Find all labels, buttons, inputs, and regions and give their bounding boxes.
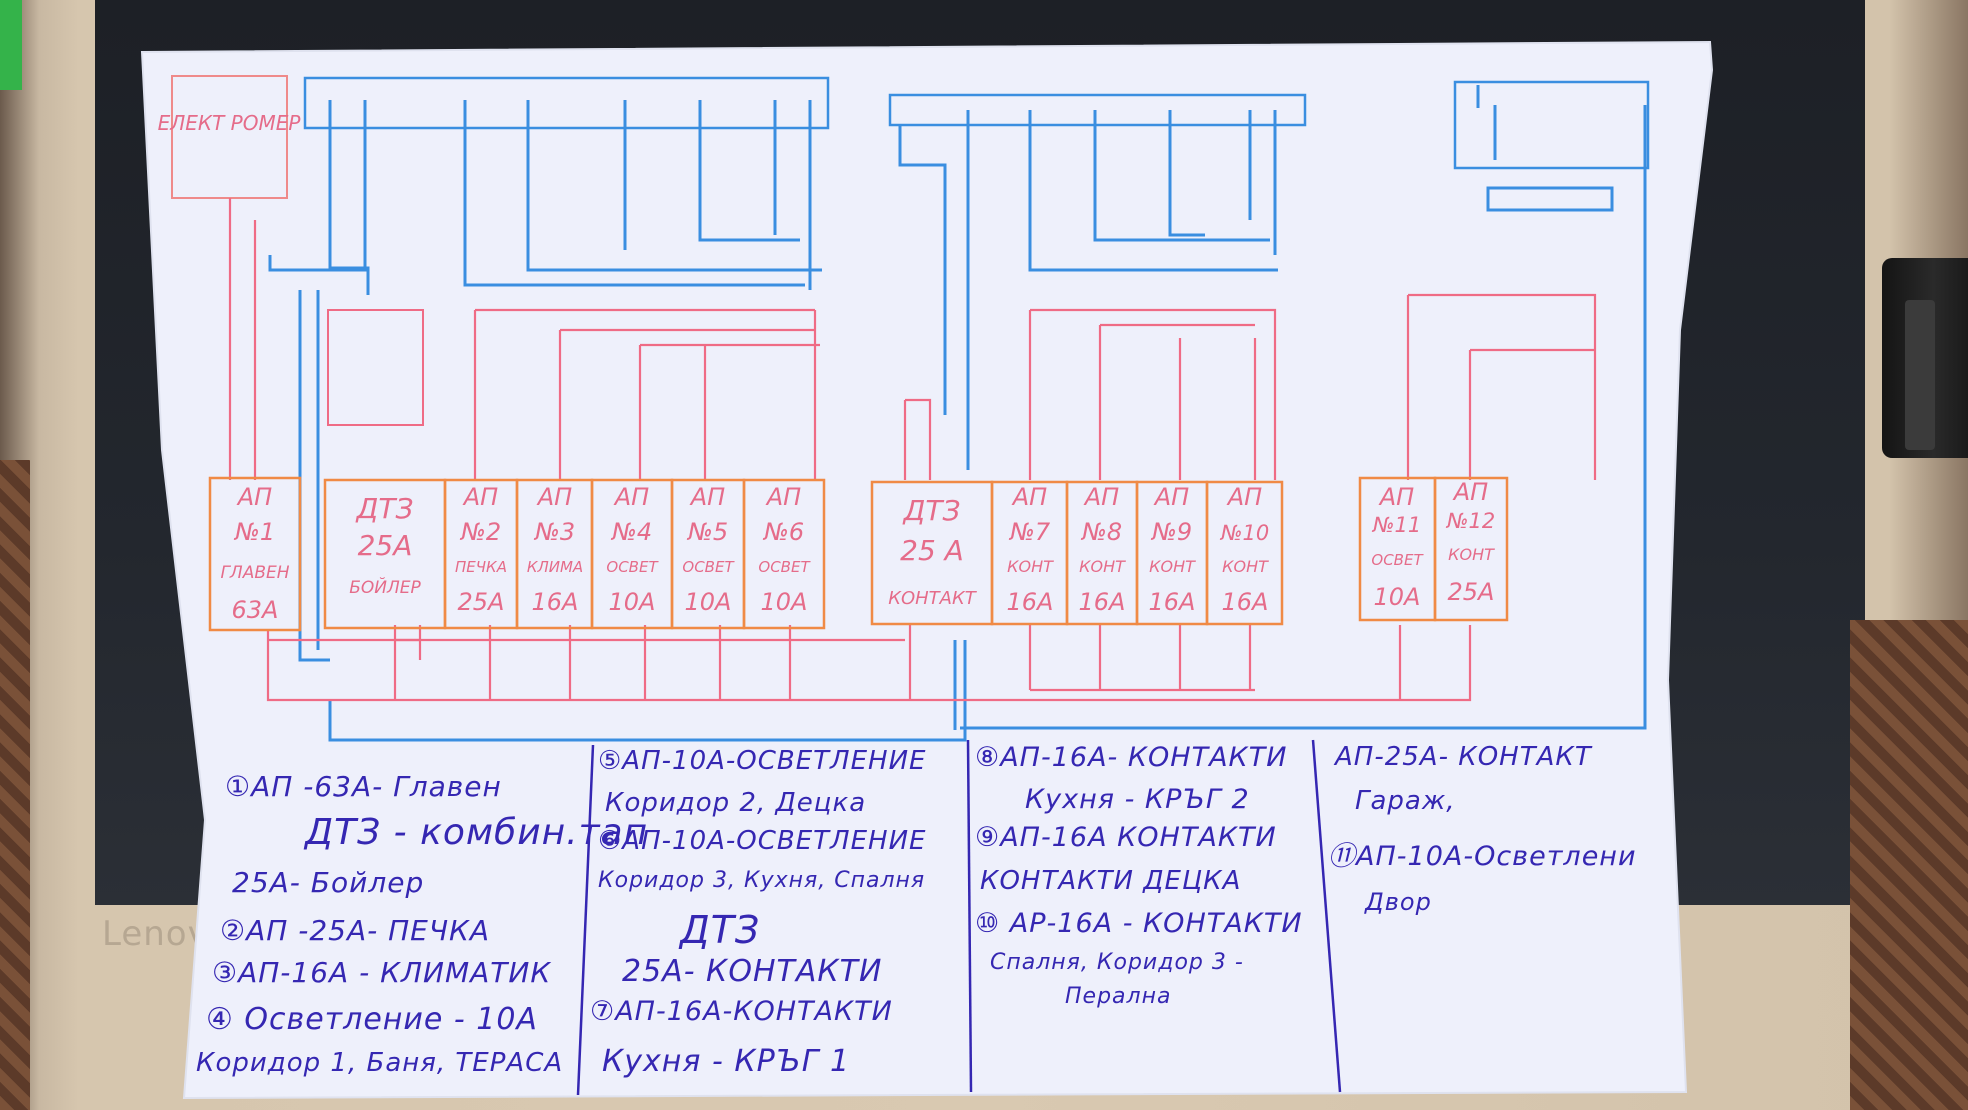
legend-item: ④ Осветление - 10А xyxy=(206,1002,538,1037)
breaker-ap7-line1: АП xyxy=(1011,483,1047,511)
legend-item: Спалня, Коридор 3 - xyxy=(990,950,1244,975)
legend-item: ⑨АП-16А КОНТАКТИ xyxy=(975,822,1277,853)
legend-item: Коридор 1, Баня, ТЕРАСА xyxy=(196,1048,564,1078)
breaker-ap6-line4: 10А xyxy=(761,588,808,616)
breaker-ap11-line4: 10А xyxy=(1374,583,1421,611)
breaker-ap10-line4: 16А xyxy=(1222,588,1269,616)
breaker-ap7-line4: 16А xyxy=(1007,588,1054,616)
breaker-ap8-line2: №8 xyxy=(1080,518,1122,546)
breaker-ap2-line4: 25А xyxy=(458,588,505,616)
breaker-ap4-line3: ОСВЕТ xyxy=(606,558,659,576)
legend-item: 25А- Бойлер xyxy=(232,866,425,899)
boiler-box xyxy=(327,309,424,426)
legend-item: ⑪АП-10А-Осветлени xyxy=(1328,841,1637,872)
breaker-labels: АП №1 ГЛАВЕН 63А ДТЗ 25А БОЙЛЕР АП №2 ПЕ… xyxy=(220,478,1495,624)
breaker-boxes xyxy=(208,476,1509,632)
legend-item: Гараж, xyxy=(1355,786,1456,816)
legend-item: АП-25А- КОНТАКТ xyxy=(1335,742,1592,772)
pink-wires xyxy=(228,198,1597,702)
breaker-ap6-line1: АП xyxy=(765,483,801,511)
breaker-ap1-line2: №1 xyxy=(233,518,275,546)
breaker-ap8-line1: АП xyxy=(1083,483,1119,511)
legend-item: 25А- КОНТАКТИ xyxy=(622,954,883,989)
legend-item: ③АП-16А - КЛИМАТИК xyxy=(212,956,552,989)
breaker-ap7-line3: КОНТ xyxy=(1007,557,1054,576)
breaker-dt1-line1: ДТЗ xyxy=(355,492,414,525)
breaker-ap5-line3: ОСВЕТ xyxy=(682,558,735,576)
legend-item: Перална xyxy=(1065,984,1172,1009)
breaker-ap7-line2: №7 xyxy=(1008,518,1051,546)
breaker-ap11-line1: АП xyxy=(1378,483,1414,511)
breaker-ap5-line2: №5 xyxy=(686,518,728,546)
breaker-ap1-line4: 63А xyxy=(232,596,279,624)
breaker-ap5-line1: АП xyxy=(689,483,725,511)
legend-item: Кухня - КРЪГ 2 xyxy=(1025,784,1250,815)
breaker-ap5-line4: 10А xyxy=(685,588,732,616)
breaker-ap10-line2: №10 xyxy=(1220,521,1270,545)
breaker-ap3-line1: АП xyxy=(536,483,572,511)
breaker-dt2-line1: ДТЗ xyxy=(902,494,961,527)
legend-item: ⑧АП-16А- КОНТАКТИ xyxy=(975,742,1288,773)
legend-item: Коридор 2, Децка xyxy=(605,788,867,818)
breaker-ap10-line1: АП xyxy=(1226,483,1262,511)
meter-label: ЕЛЕКТ РОМЕР xyxy=(158,111,302,135)
breaker-ap2-line2: №2 xyxy=(459,518,501,546)
breaker-dt1-line3: БОЙЛЕР xyxy=(349,576,421,598)
breaker-dt1-line2: 25А xyxy=(358,529,413,562)
legend-item: Коридор 3, Кухня, Спалня xyxy=(598,868,926,893)
legend-item: ⑦АП-16А-КОНТАКТИ xyxy=(590,996,893,1027)
breaker-ap12-line1: АП xyxy=(1452,478,1488,506)
breaker-ap12-line2: №12 xyxy=(1446,509,1496,533)
breaker-ap9-line3: КОНТ xyxy=(1149,557,1196,576)
breaker-ap12-line4: 25А xyxy=(1448,578,1495,606)
breaker-ap10-line3: КОНТ xyxy=(1222,557,1269,576)
legend-item: ②АП -25А- ПЕЧКА xyxy=(220,914,491,947)
blue-wires xyxy=(268,76,1650,742)
legend-dividers xyxy=(576,739,1342,1096)
legend-item: ⑩ АР-16А - КОНТАКТИ xyxy=(975,908,1303,939)
breaker-ap9-line1: АП xyxy=(1153,483,1189,511)
breaker-ap8-line4: 16А xyxy=(1079,588,1126,616)
breaker-ap1-line3: ГЛАВЕН xyxy=(220,563,289,583)
legend-item: ①АП -63А- Главен xyxy=(225,770,502,803)
legend-item: Кухня - КРЪГ 1 xyxy=(602,1044,851,1079)
breaker-ap9-line2: №9 xyxy=(1150,518,1192,546)
breaker-ap1-line1: АП xyxy=(236,483,272,511)
background-table-right xyxy=(1850,620,1968,1110)
breaker-ap4-line2: №4 xyxy=(610,518,652,546)
charger-label xyxy=(1905,300,1935,450)
breaker-ap12-line3: КОНТ xyxy=(1448,545,1495,564)
breaker-ap3-line3: КЛИМА xyxy=(527,558,583,576)
legend-item: Двор xyxy=(1365,888,1432,916)
breaker-ap2-line3: ПЕЧКА xyxy=(455,558,507,576)
breaker-ap11-line3: ОСВЕТ xyxy=(1371,551,1424,569)
breaker-ap3-line2: №3 xyxy=(533,518,575,546)
legend-item: ⑤АП-10А-ОСВЕТЛЕНИЕ xyxy=(598,746,927,776)
breaker-ap4-line1: АП xyxy=(613,483,649,511)
breaker-ap8-line3: КОНТ xyxy=(1079,557,1126,576)
legend-item: ⑥АП-10А-ОСВЕТЛЕНИЕ xyxy=(598,826,927,856)
breaker-dt2-line3: КОНТАКТ xyxy=(888,588,978,609)
breaker-ap11-line2: №11 xyxy=(1372,513,1422,537)
breaker-ap6-line3: ОСВЕТ xyxy=(758,558,811,576)
background-table-left xyxy=(0,460,30,1110)
breaker-ap6-line2: №6 xyxy=(762,518,804,546)
breaker-ap3-line4: 16А xyxy=(532,588,579,616)
legend-item: КОНТАКТИ ДЕЦКА xyxy=(980,866,1242,896)
background-green-object xyxy=(0,0,22,90)
legend-item: ДТЗ - комбин.тап xyxy=(305,812,649,853)
legend-item: ДТЗ xyxy=(680,908,761,952)
breaker-ap4-line4: 10А xyxy=(609,588,656,616)
breaker-dt2-line2: 25 А xyxy=(900,534,964,567)
breaker-ap2-line1: АП xyxy=(462,483,498,511)
breaker-ap9-line4: 16А xyxy=(1149,588,1196,616)
